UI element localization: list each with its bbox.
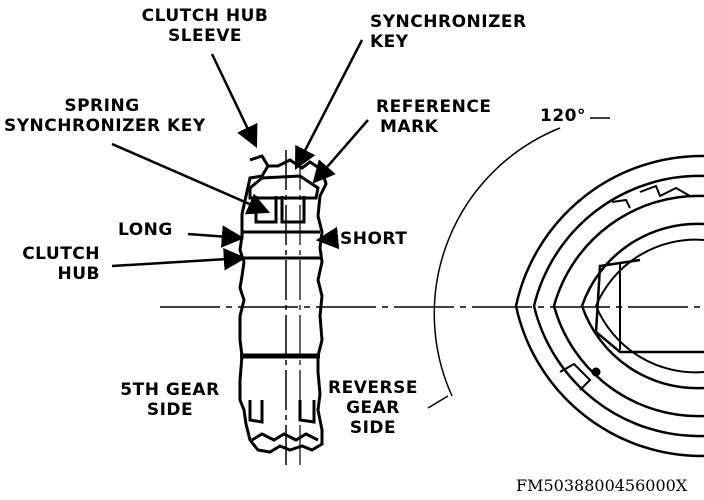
angle-arc-120 [433, 127, 561, 397]
leader-spring-synchronizer-key [111, 142, 271, 215]
label-reverse-gear-side: REVERSE GEAR SIDE [328, 378, 418, 438]
leader-synchronizer-key [294, 39, 364, 170]
label-reference-mark: REFERENCE MARK [376, 97, 492, 137]
leader-clutch-hub-sleeve [210, 53, 258, 149]
leader-long [187, 225, 245, 248]
label-short: SHORT [340, 229, 408, 249]
leader-reference-mark [312, 119, 369, 184]
label-fifth-gear-side: 5TH GEAR SIDE [120, 380, 220, 420]
clutch-hub-front-view [514, 154, 704, 458]
label-clutch-hub: CLUTCH HUB [22, 244, 100, 284]
angle-tick-bottom [427, 395, 449, 409]
label-long: LONG [118, 220, 173, 240]
label-synchronizer-key: SYNCHRONIZER KEY [370, 12, 527, 52]
leader-short [315, 226, 340, 250]
label-spring-synchronizer-key: SPRING SYNCHRONIZER KEY [4, 96, 206, 136]
figure-id: FM5038800456000X [516, 476, 688, 495]
label-angle: 120° [540, 106, 586, 126]
leader-clutch-hub [111, 247, 247, 271]
label-clutch-hub-sleeve: CLUTCH HUB SLEEVE [141, 6, 269, 46]
clutch-hub-side-view [238, 154, 328, 454]
